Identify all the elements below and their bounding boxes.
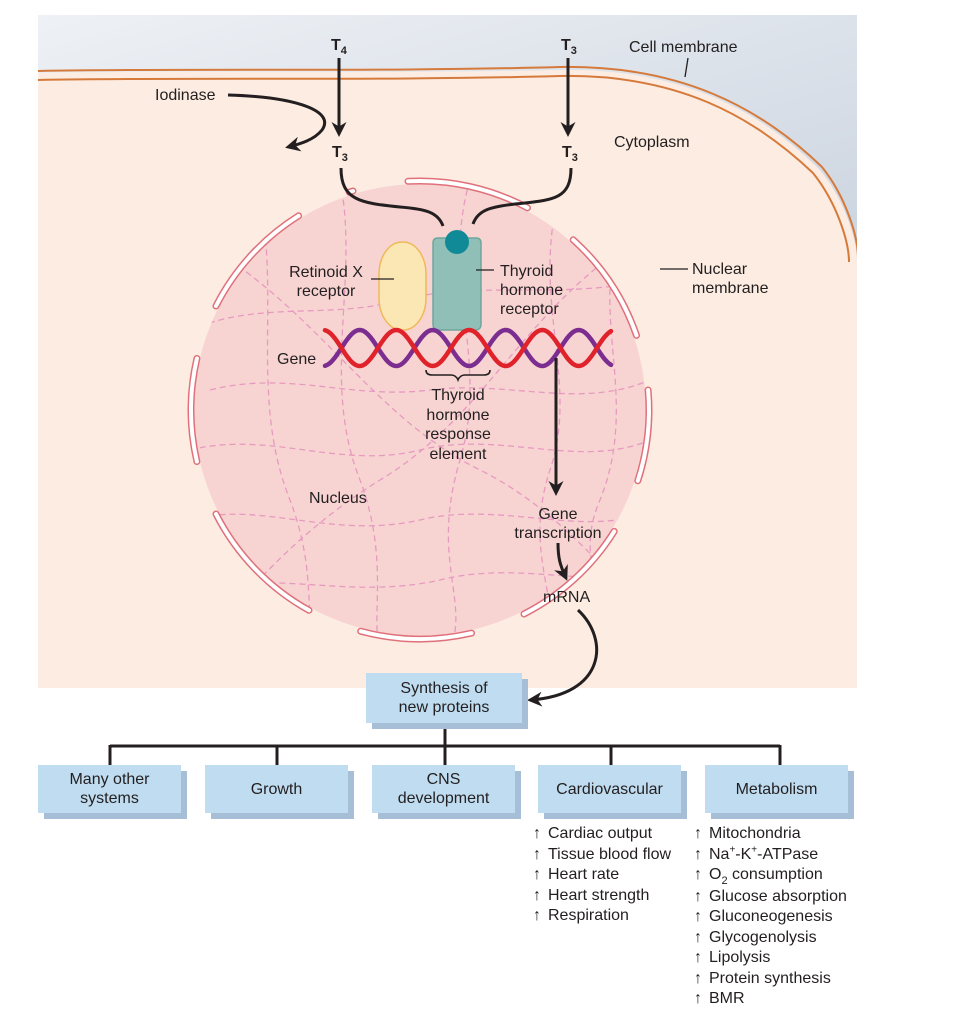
nuclear-membrane-segment-core	[214, 512, 311, 613]
iodinase-arrow	[227, 93, 327, 152]
dna-strand-red	[322, 327, 614, 369]
iodinase-label: Iodinase	[155, 87, 216, 104]
metabolism-effect-item: ↑O2 consumption	[694, 866, 823, 887]
increase-arrow-icon: ↑	[694, 825, 702, 842]
cell-membrane-label: Cell membrane	[629, 39, 738, 56]
t3-left-binding-curve	[339, 167, 445, 227]
protein-synthesis-arrow	[527, 608, 599, 707]
cell-membrane-inner	[38, 74, 850, 263]
chromatin-strand	[539, 189, 561, 636]
increase-arrow-icon: ↑	[533, 866, 541, 883]
t3-right-label: T3	[562, 144, 578, 164]
increase-arrow-icon: ↑	[694, 887, 702, 905]
increase-arrow-icon: ↑	[533, 825, 541, 842]
growth-box: Growth	[205, 765, 348, 813]
response-element-brace	[425, 369, 491, 383]
increase-arrow-icon: ↑	[694, 866, 702, 883]
chromatin-strand	[194, 509, 646, 527]
nuclear-membrane	[187, 177, 653, 643]
increase-arrow-icon: ↑	[694, 908, 702, 925]
cardiovascular-box: Cardiovascular	[538, 765, 681, 813]
gene-label: Gene	[277, 351, 317, 368]
increase-arrow-icon: ↑	[694, 845, 702, 863]
retinoid-x-receptor-shape	[378, 241, 427, 331]
increase-arrow-icon: ↑	[694, 969, 702, 987]
increase-arrow-icon: ↑	[694, 949, 702, 966]
cardiovascular-effect-item: ↑Heart strength	[533, 886, 671, 907]
metabolism-effect-item: ↑Gluconeogenesis	[694, 907, 847, 928]
thyroid-hormone-receptor-label: Thyroid hormone receptor	[500, 263, 564, 318]
t3-ligand-icon	[445, 230, 469, 254]
increase-arrow-icon: ↑	[533, 886, 541, 904]
cardiovascular-effect-item: ↑Cardiac output	[533, 824, 671, 845]
t3-right-binding-curve	[471, 167, 573, 225]
cell-membrane	[38, 65, 857, 258]
flow-connectors	[108, 720, 782, 766]
metabolism-effect-item: ↑BMR	[694, 989, 847, 1010]
t4-top-label: T4	[331, 37, 347, 57]
mrna-label: mRNA	[543, 589, 591, 606]
nuclear-membrane-segment-core	[406, 178, 530, 210]
chromatin-strand	[194, 439, 646, 457]
metabolism-effect-item: ↑Protein synthesis	[694, 969, 847, 990]
metabolism-effect-item: ↑Mitochondria	[694, 824, 847, 845]
nuclear-membrane-segment-core	[189, 356, 199, 464]
increase-arrow-icon: ↑	[694, 928, 702, 946]
cardiovascular-effect-item: ↑Tissue blood flow	[533, 845, 671, 866]
nuclear-membrane-segment-core	[214, 213, 301, 308]
cell-membrane-leader	[684, 57, 689, 78]
response-element-label: Thyroid hormone response element	[425, 387, 491, 463]
nucleus-label: Nucleus	[309, 490, 367, 507]
metabolism-box: Metabolism	[705, 765, 848, 813]
nuclear-membrane-segment-core	[571, 237, 639, 338]
retinoid-x-receptor-label: Retinoid X receptor	[289, 264, 363, 300]
cardiovascular-effects-list: ↑Cardiac output↑Tissue blood flow↑Heart …	[533, 824, 671, 927]
metabolism-effect-item: ↑Lipolysis	[694, 948, 847, 969]
mrna-arrow	[554, 542, 568, 581]
nuclear-membrane-segment-core	[635, 388, 651, 483]
nuclear-membrane-label: Nuclear membrane	[692, 261, 769, 297]
increase-arrow-icon: ↑	[694, 990, 702, 1007]
nucleus	[194, 184, 646, 636]
nuclear-membrane-segment-core	[522, 529, 617, 616]
t3-left-label: T3	[332, 144, 348, 164]
dna-strand-purple	[322, 327, 614, 369]
chromatin-strand	[209, 379, 646, 395]
t3-top-label: T3	[561, 37, 577, 57]
cytoplasm-label: Cytoplasm	[614, 134, 690, 151]
chromatin-strand	[339, 184, 381, 636]
increase-arrow-icon: ↑	[533, 907, 541, 924]
cardiovascular-effect-item: ↑Heart rate	[533, 865, 671, 886]
metabolism-effects-list: ↑Mitochondria↑Na+-K+-ATPase↑O2 consumpti…	[694, 824, 847, 1010]
cardiovascular-effect-item: ↑Respiration	[533, 906, 671, 927]
gene-transcription-label: Gene transcription	[514, 506, 602, 542]
gene-dna-helix	[322, 327, 614, 369]
metabolism-effect-item: ↑Glucose absorption	[694, 887, 847, 908]
metabolism-effect-item: ↑Na+-K+-ATPase	[694, 845, 847, 866]
nuclear-membrane-segment-core	[358, 629, 474, 641]
chromatin-strand	[259, 199, 321, 636]
metabolism-effect-item: ↑Glycogenolysis	[694, 928, 847, 949]
increase-arrow-icon: ↑	[533, 845, 541, 863]
